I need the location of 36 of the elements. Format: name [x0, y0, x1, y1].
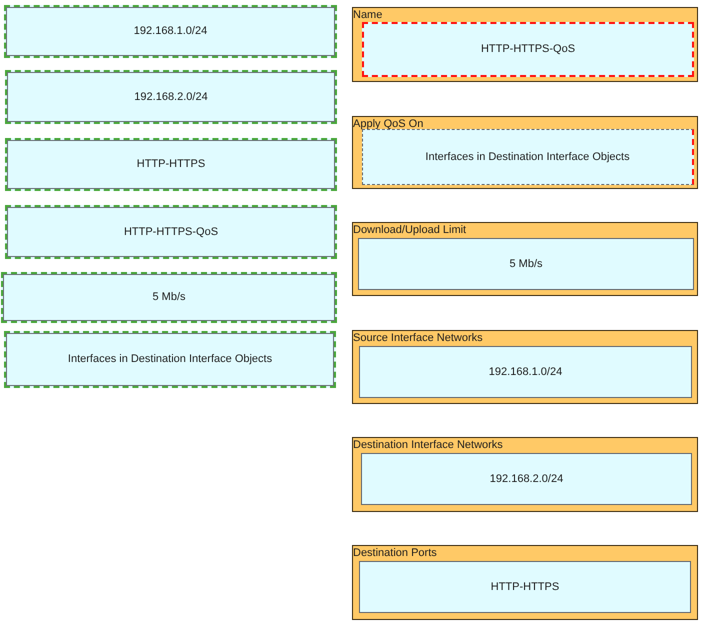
field-panel — [352, 116, 698, 189]
option-card — [4, 5, 337, 58]
field-panel — [352, 222, 698, 296]
answer-slot — [362, 129, 694, 185]
field-label: Source Interface Networks — [353, 332, 483, 345]
option-text: 192.168.1.0/24 — [134, 24, 208, 40]
option-card — [5, 70, 337, 124]
slot-value: 5 Mb/s — [509, 256, 542, 272]
field-label: Destination Interface Networks — [353, 439, 503, 452]
answer-slot — [362, 22, 694, 77]
option-text: Interfaces in Destination Interface Objects — [68, 352, 272, 368]
slot-value: 192.168.1.0/24 — [488, 364, 562, 380]
field-label: Destination Ports — [353, 547, 437, 560]
slot-value: Interfaces in Destination Interface Objects — [425, 150, 630, 165]
answer-slot — [358, 238, 694, 290]
option-card — [5, 138, 337, 191]
slot-value: HTTP-HTTPS — [490, 580, 560, 595]
option-card — [4, 331, 336, 388]
field-panel — [352, 330, 698, 404]
option-card — [1, 272, 337, 323]
option-text: HTTP-HTTPS — [136, 157, 206, 172]
field-label: Apply QoS On — [353, 118, 424, 131]
answer-slot — [359, 346, 692, 398]
slot-value: HTTP-HTTPS-QoS — [480, 42, 576, 58]
field-label: Name — [353, 9, 382, 22]
option-text: 5 Mb/s — [152, 290, 186, 306]
slot-value: 192.168.2.0/24 — [490, 472, 564, 487]
field-panel — [352, 7, 698, 82]
answer-slot — [361, 453, 692, 505]
option-text: HTTP-HTTPS-QoS — [124, 224, 218, 240]
answer-slot — [359, 561, 691, 613]
field-panel — [352, 437, 698, 512]
option-card — [5, 205, 337, 259]
option-text: 192.168.2.0/24 — [134, 90, 208, 105]
field-label: Download/Upload Limit — [353, 224, 466, 237]
field-panel — [352, 545, 698, 620]
